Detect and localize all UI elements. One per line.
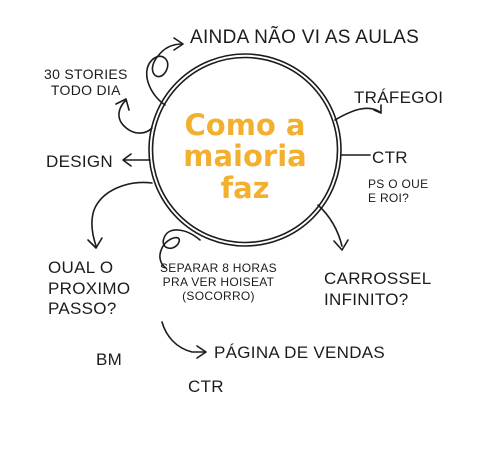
- label-stories-line-1: 30 STORIES: [44, 66, 128, 82]
- label-qual: OUAL O PROXIMO PASSO?: [48, 258, 130, 320]
- label-ctr-right: CTR: [372, 148, 408, 167]
- label-qual-line-2: PROXIMO: [48, 278, 131, 298]
- central-circle-inner: [151, 56, 339, 244]
- arrowhead-stories: [115, 98, 130, 111]
- label-aulas: AINDA NÃO VI AS AULAS: [190, 27, 420, 48]
- central-title-line-2: maioria: [183, 139, 307, 174]
- label-carrossel-line-1: CARROSSEL: [324, 269, 432, 288]
- label-ctr-bottom: CTR: [188, 377, 224, 396]
- arrowhead-design: [122, 153, 132, 167]
- arrowhead-qual: [87, 237, 103, 249]
- label-bm: BM: [96, 350, 123, 369]
- central-circle: [148, 53, 342, 247]
- central-title: Como a maioria faz: [150, 108, 340, 205]
- label-trafego: TRÁFEGOI: [354, 88, 444, 107]
- central-title-line-3: faz: [220, 170, 270, 205]
- label-stories: 30 STORIES TODO DIA: [44, 66, 128, 98]
- label-separar-line-2: PRA VER HOISEAT: [162, 274, 275, 289]
- arrow-separar: [159, 229, 201, 269]
- central-title-line-1: Como a: [184, 108, 306, 142]
- label-stories-line-2: TODO DIA: [50, 82, 121, 99]
- arrowhead-carrossel: [333, 239, 349, 251]
- label-qual-line-1: OUAL O: [48, 258, 114, 277]
- label-separar: SEPARAR 8 HORAS PRA VER HOISEAT (SOCORRO…: [160, 261, 277, 303]
- label-ps: PS O OUE E ROI?: [368, 177, 429, 206]
- arrowhead-pagina: [196, 345, 207, 359]
- label-carrossel: CARROSSEL INFINITO?: [324, 268, 432, 311]
- label-ps-line-2: E ROI?: [368, 190, 410, 205]
- arrow-carrossel: [317, 204, 343, 247]
- label-separar-line-3: (SOCORRO): [182, 288, 255, 303]
- arrow-stories: [118, 99, 153, 134]
- label-ps-line-1: PS O OUE: [368, 177, 429, 191]
- arrow-qual: [91, 181, 153, 247]
- label-design: DESIGN: [46, 152, 113, 171]
- label-separar-line-1: SEPARAR 8 HORAS: [160, 261, 277, 275]
- arrowhead-aulas: [173, 37, 184, 51]
- label-carrossel-line-2: INFINITO?: [324, 290, 409, 310]
- arrow-aulas: [146, 43, 183, 106]
- arrowhead-trafego: [373, 104, 382, 114]
- label-qual-line-3: PASSO?: [48, 299, 117, 319]
- arrow-pagina: [161, 321, 206, 353]
- label-pagina: PÁGINA DE VENDAS: [214, 343, 386, 362]
